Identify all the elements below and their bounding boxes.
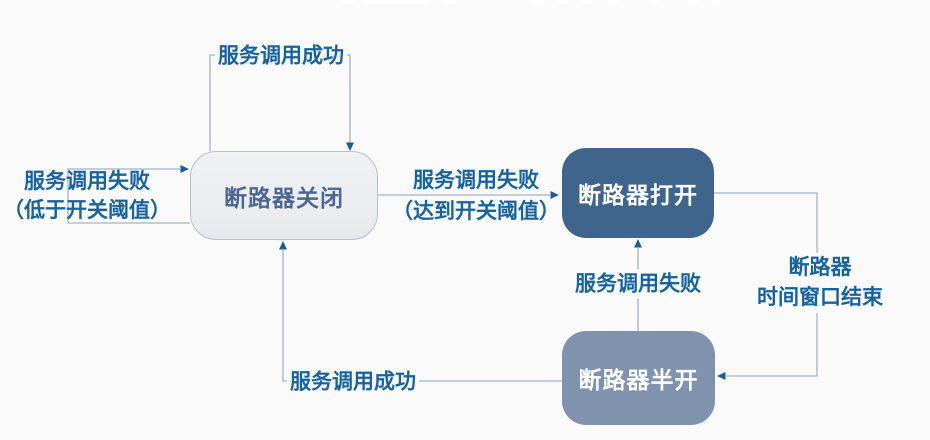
label-closed-self-fail-line2: （低于开关阈值） — [3, 199, 171, 222]
label-closed-self-fail: 服务调用失败 （低于开关阈值） — [3, 167, 171, 225]
label-open-to-half-window-line1: 断路器 — [788, 256, 852, 279]
label-half-to-open-fail: 服务调用失败 — [572, 269, 704, 299]
cropped-title-artifact — [650, 0, 660, 4]
label-closed-to-open-fail-line2: （达到开关阈值） — [392, 200, 560, 223]
cropped-title-artifact — [362, 0, 430, 4]
state-half-open-box: 断路器半开 — [562, 331, 715, 425]
cropped-title-artifact — [580, 0, 594, 4]
cropped-title-artifact — [530, 0, 544, 4]
arrowhead-half-to-closed — [279, 241, 287, 250]
cropped-title-artifact — [340, 0, 356, 4]
cropped-title-artifact — [442, 0, 458, 4]
state-closed-box: 断路器关闭 — [190, 151, 378, 240]
label-closed-self-success: 服务调用成功 — [215, 41, 347, 71]
arrowhead-half-to-open — [634, 239, 642, 248]
state-open-box: 断路器打开 — [562, 148, 714, 238]
state-closed-label: 断路器关闭 — [224, 184, 344, 211]
state-open-label: 断路器打开 — [578, 182, 698, 208]
cropped-title-artifact — [688, 0, 700, 4]
arrowhead-open-to-half — [717, 372, 726, 380]
connector-half-to-closed — [282, 250, 562, 382]
label-closed-self-fail-line1: 服务调用失败 — [24, 170, 150, 193]
cropped-title-artifact — [608, 0, 620, 4]
label-closed-to-open-fail: 服务调用失败 （达到开关阈值） — [392, 165, 560, 227]
cropped-title-artifacts — [0, 0, 930, 6]
label-closed-to-open-fail-line1: 服务调用失败 — [413, 169, 539, 192]
label-open-to-half-window-line2: 时间窗口结束 — [757, 286, 883, 309]
connector-closed-self-fail — [67, 168, 190, 224]
state-half-open-label: 断路器半开 — [578, 367, 699, 393]
cropped-title-artifact — [712, 0, 722, 4]
arrowhead-closed-to-open — [550, 191, 559, 199]
arrowhead-closed-self-fail — [180, 165, 189, 173]
cropped-title-artifact — [556, 0, 570, 4]
label-open-to-half-window: 断路器 时间窗口结束 — [754, 253, 886, 313]
label-half-to-closed-success: 服务调用成功 — [287, 367, 419, 397]
arrowhead-closed-self-success — [346, 142, 354, 151]
